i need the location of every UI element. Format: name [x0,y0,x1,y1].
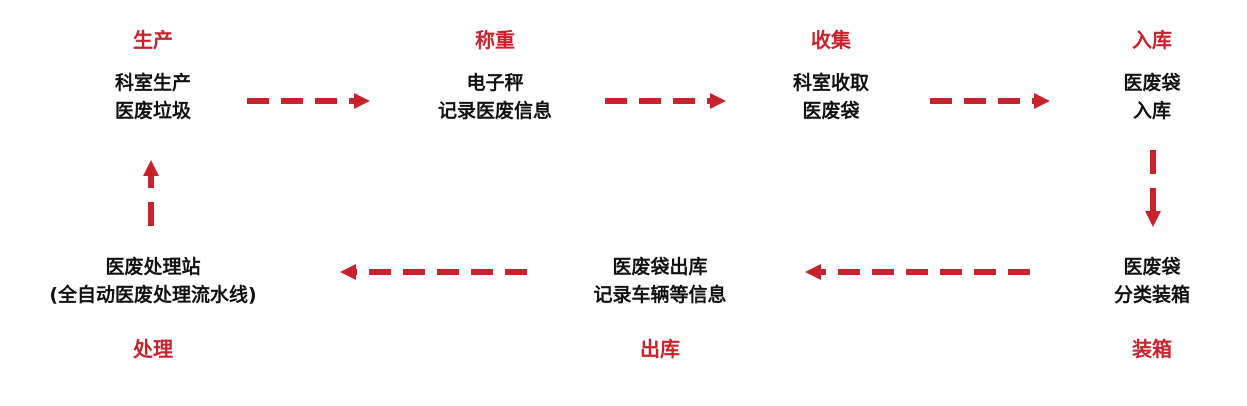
arrowhead-right-icon [1034,93,1050,109]
stage-desc-packing: 医废袋 分类装箱 [1052,253,1247,309]
stage-title-collection: 收集 [811,28,851,52]
stage-desc-line: (全自动医废处理流水线) [49,284,257,306]
stage-desc-line: 记录医废信息 [437,100,552,122]
arrowhead-left-icon [805,264,821,280]
stage-desc-line: 科室收取 [792,72,869,94]
stage-title-processing: 处理 [133,337,173,361]
stage-desc-line: 记录车辆等信息 [593,284,727,306]
stage-desc-line: 医废袋 [1123,72,1181,94]
stage-desc-collection: 科室收取 医废袋 [731,69,931,125]
arrowhead-left-icon [340,264,356,280]
stage-desc-storage-in: 医废袋 入库 [1052,69,1247,125]
stage-desc-line: 医废袋 [802,100,860,122]
stage-title-storage-in: 入库 [1132,28,1172,52]
stage-desc-production: 科室生产 医废垃圾 [53,69,253,125]
arrowhead-down-icon [1145,211,1161,227]
stage-desc-line: 医废袋出库 [612,256,708,278]
stage-desc-line: 医废处理站 [105,256,201,278]
stage-desc-processing: 医废处理站 (全自动医废处理流水线) [8,253,298,309]
arrowhead-right-icon [354,93,370,109]
stage-desc-line: 医废垃圾 [114,100,191,122]
arrowhead-right-icon [710,93,726,109]
stage-desc-storage-out: 医废袋出库 记录车辆等信息 [545,253,775,309]
stage-desc-line: 分类装箱 [1113,284,1190,306]
stage-title-packing: 装箱 [1132,337,1172,361]
stage-title-weighing: 称重 [475,28,515,52]
stage-title-production: 生产 [133,28,173,52]
arrowhead-up-icon [143,160,159,176]
stage-desc-weighing: 电子秤 记录医废信息 [395,69,595,125]
stage-title-storage-out: 出库 [640,337,680,361]
stage-desc-line: 医废袋 [1123,256,1181,278]
stage-desc-line: 入库 [1132,100,1171,122]
stage-desc-line: 电子秤 [466,72,524,94]
stage-desc-line: 科室生产 [114,72,191,94]
